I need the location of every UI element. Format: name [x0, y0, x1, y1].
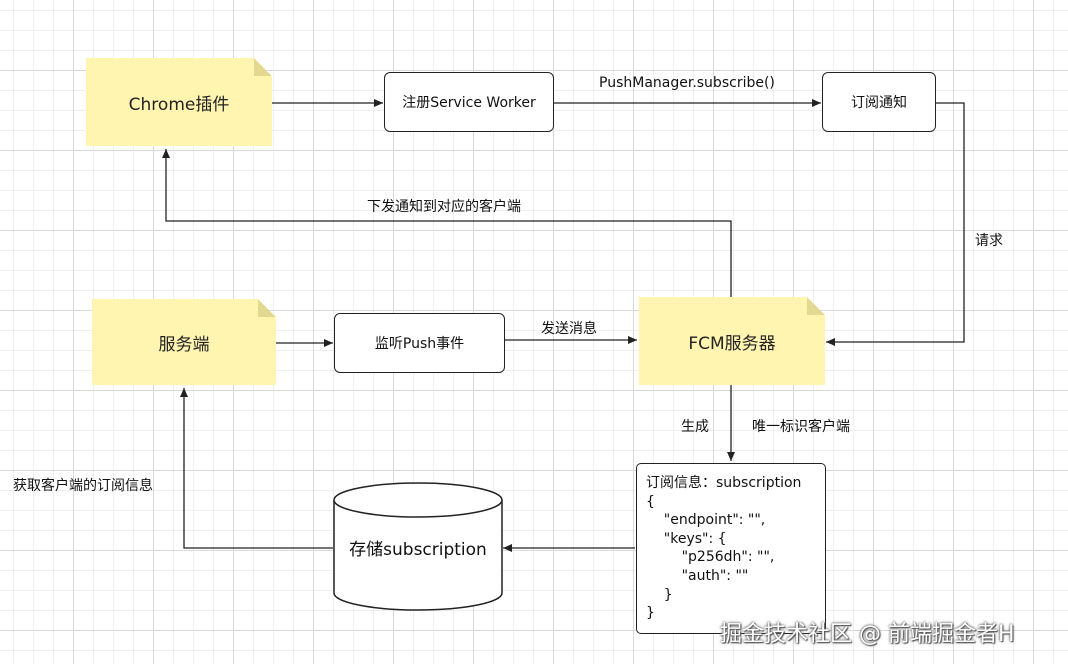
listen-push-label: 监听Push事件 — [374, 336, 465, 352]
deliver-notification-label: 下发通知到对应的客户端 — [367, 199, 521, 215]
storage-label: 存储subscription — [349, 540, 487, 560]
subscription-info-node: 订阅信息：subscription { "endpoint": "", "key… — [636, 463, 826, 634]
server-label: 服务端 — [158, 334, 210, 355]
subscribe-notification-node: 订阅通知 — [822, 72, 936, 132]
chrome-plugin-label: Chrome插件 — [128, 94, 230, 115]
subscription-line: "auth": "" — [646, 567, 749, 584]
generate-label: 生成 — [681, 419, 709, 435]
subscription-line: } — [646, 586, 673, 603]
note-fold — [254, 58, 272, 76]
edge-fcm-to-chrome — [162, 149, 732, 297]
subscription-title: 订阅信息：subscription — [646, 475, 802, 491]
note-fold — [258, 299, 276, 317]
unique-client-label: 唯一标识客户端 — [752, 419, 850, 435]
edge-storage-to-server — [180, 388, 333, 549]
send-message-label: 发送消息 — [541, 321, 597, 337]
push-manager-label: PushManager.subscribe() — [599, 75, 775, 91]
fcm-server-node: FCM服务器 — [639, 297, 825, 385]
register-service-worker-label: 注册Service Worker — [402, 95, 536, 111]
register-service-worker-node: 注册Service Worker — [384, 72, 554, 132]
request-label: 请求 — [975, 233, 1003, 249]
subscription-line: } — [646, 605, 655, 622]
subscribe-notification-label: 订阅通知 — [851, 95, 907, 111]
listen-push-node: 监听Push事件 — [334, 313, 505, 373]
subscription-line: "p256dh": "", — [646, 549, 775, 566]
get-subscription-label: 获取客户端的订阅信息 — [13, 478, 153, 494]
edge-subscribe-to-fcm — [826, 102, 965, 346]
fcm-server-label: FCM服务器 — [688, 333, 776, 354]
database-cylinder — [333, 482, 503, 611]
chrome-plugin-node: Chrome插件 — [86, 58, 272, 146]
subscription-line: "endpoint": "", — [646, 512, 766, 529]
note-fold — [807, 297, 825, 315]
server-node: 服务端 — [92, 299, 276, 385]
watermark: 掘金技术社区 @ 前端掘金者H — [720, 622, 1015, 647]
subscription-line: "keys": { — [646, 530, 727, 547]
subscription-line: { — [646, 493, 655, 510]
